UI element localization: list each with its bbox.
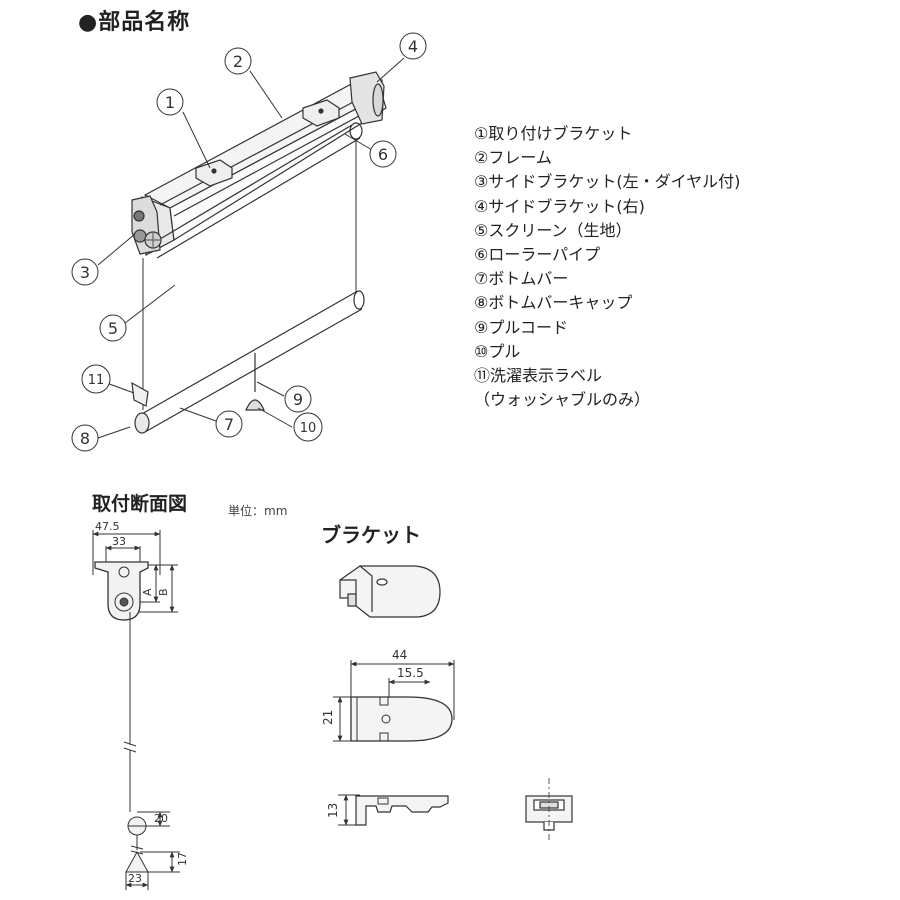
legend-item-11: ⑪洗濯表示ラベル [474, 365, 603, 385]
callout-7-text: 7 [224, 415, 234, 434]
dim-23: 23 [128, 872, 142, 885]
legend-item-6: ⑥ローラーパイプ [474, 244, 601, 264]
dim-15-5: 15.5 [397, 666, 424, 680]
bottom-bar [134, 290, 365, 434]
unit-note: 単位：mm [228, 504, 288, 518]
callout-2: 2 [224, 47, 252, 75]
roller-blind-illustration [131, 71, 387, 434]
callout-7: 7 [215, 410, 243, 438]
section-view [92, 530, 180, 890]
legend-item-4: ④サイドブラケット(右) [474, 196, 645, 216]
section-dimension-labels: 47.5 33 A B 20 17 23 [95, 520, 189, 885]
legend-item-9: ⑨プルコード [474, 317, 569, 337]
legend-item-7: ⑦ボトムバー [474, 269, 569, 289]
screen-fabric [142, 140, 357, 410]
dim-13: 13 [326, 803, 340, 818]
dim-17: 17 [176, 852, 189, 866]
callout-8-text: 8 [80, 429, 90, 448]
pull-cord [245, 353, 265, 411]
dim-44: 44 [392, 648, 407, 662]
callout-6: 6 [369, 140, 397, 168]
callout-9: 9 [284, 385, 312, 413]
callout-4: 4 [399, 32, 427, 60]
side-bracket-right [349, 71, 385, 125]
callout-10: 10 [293, 412, 323, 442]
callout-5-text: 5 [108, 319, 118, 338]
callout-leaders [97, 57, 405, 439]
callout-11: 11 [81, 364, 111, 394]
callout-8: 8 [71, 424, 99, 452]
legend-item-10: ⑩プル [474, 341, 521, 361]
bracket-title: ブラケット [321, 523, 421, 547]
roller-pipe [149, 122, 363, 259]
legend-item-1: ①取り付けブラケット [474, 124, 633, 143]
callout-10-text: 10 [300, 421, 317, 436]
legend-item-5: ⑤スクリーン（生地） [474, 220, 632, 240]
parts-legend: ①取り付けブラケット ②フレーム ③サイドブラケット(左・ダイヤル付) ④サイド… [474, 122, 740, 412]
callout-9-text: 9 [293, 390, 303, 409]
dim-47-5: 47.5 [95, 520, 120, 533]
callouts: 1 2 3 4 5 6 7 8 9 10 11 [71, 32, 427, 452]
callout-11-text: 11 [88, 373, 105, 388]
callout-1: 1 [156, 88, 184, 116]
side-bracket-left [131, 195, 162, 255]
callout-3-text: 3 [80, 263, 90, 282]
callout-1-text: 1 [165, 93, 175, 112]
bracket-side-view [338, 794, 449, 826]
dim-20: 20 [154, 812, 168, 825]
callout-5: 5 [99, 314, 127, 342]
mounting-bracket-2 [302, 99, 340, 127]
bracket-3d-view [339, 565, 441, 618]
section-title: 取付断面図 [92, 493, 188, 515]
legend-item-2: ②フレーム [474, 148, 552, 168]
legend-item-3: ③サイドブラケット(左・ダイヤル付) [474, 172, 741, 192]
parts-title: ●部品名称 [78, 10, 191, 35]
legend-item-11-note: （ウォッシャブルのみ） [474, 390, 651, 410]
dim-B: B [157, 588, 170, 596]
dim-21: 21 [321, 710, 335, 725]
dim-A: A [141, 588, 154, 596]
callout-3: 3 [71, 258, 99, 286]
dim-33: 33 [112, 535, 126, 548]
callout-2-text: 2 [233, 52, 243, 71]
bracket-dimension-labels: 44 15.5 21 13 [321, 648, 424, 818]
wash-label [131, 381, 149, 407]
callout-4-text: 4 [408, 37, 418, 56]
mounting-bracket-1 [195, 159, 233, 187]
bracket-top-view [333, 660, 455, 742]
bracket-end-view [525, 778, 573, 840]
legend-item-8: ⑧ボトムバーキャップ [474, 293, 633, 313]
callout-6-text: 6 [378, 145, 388, 164]
